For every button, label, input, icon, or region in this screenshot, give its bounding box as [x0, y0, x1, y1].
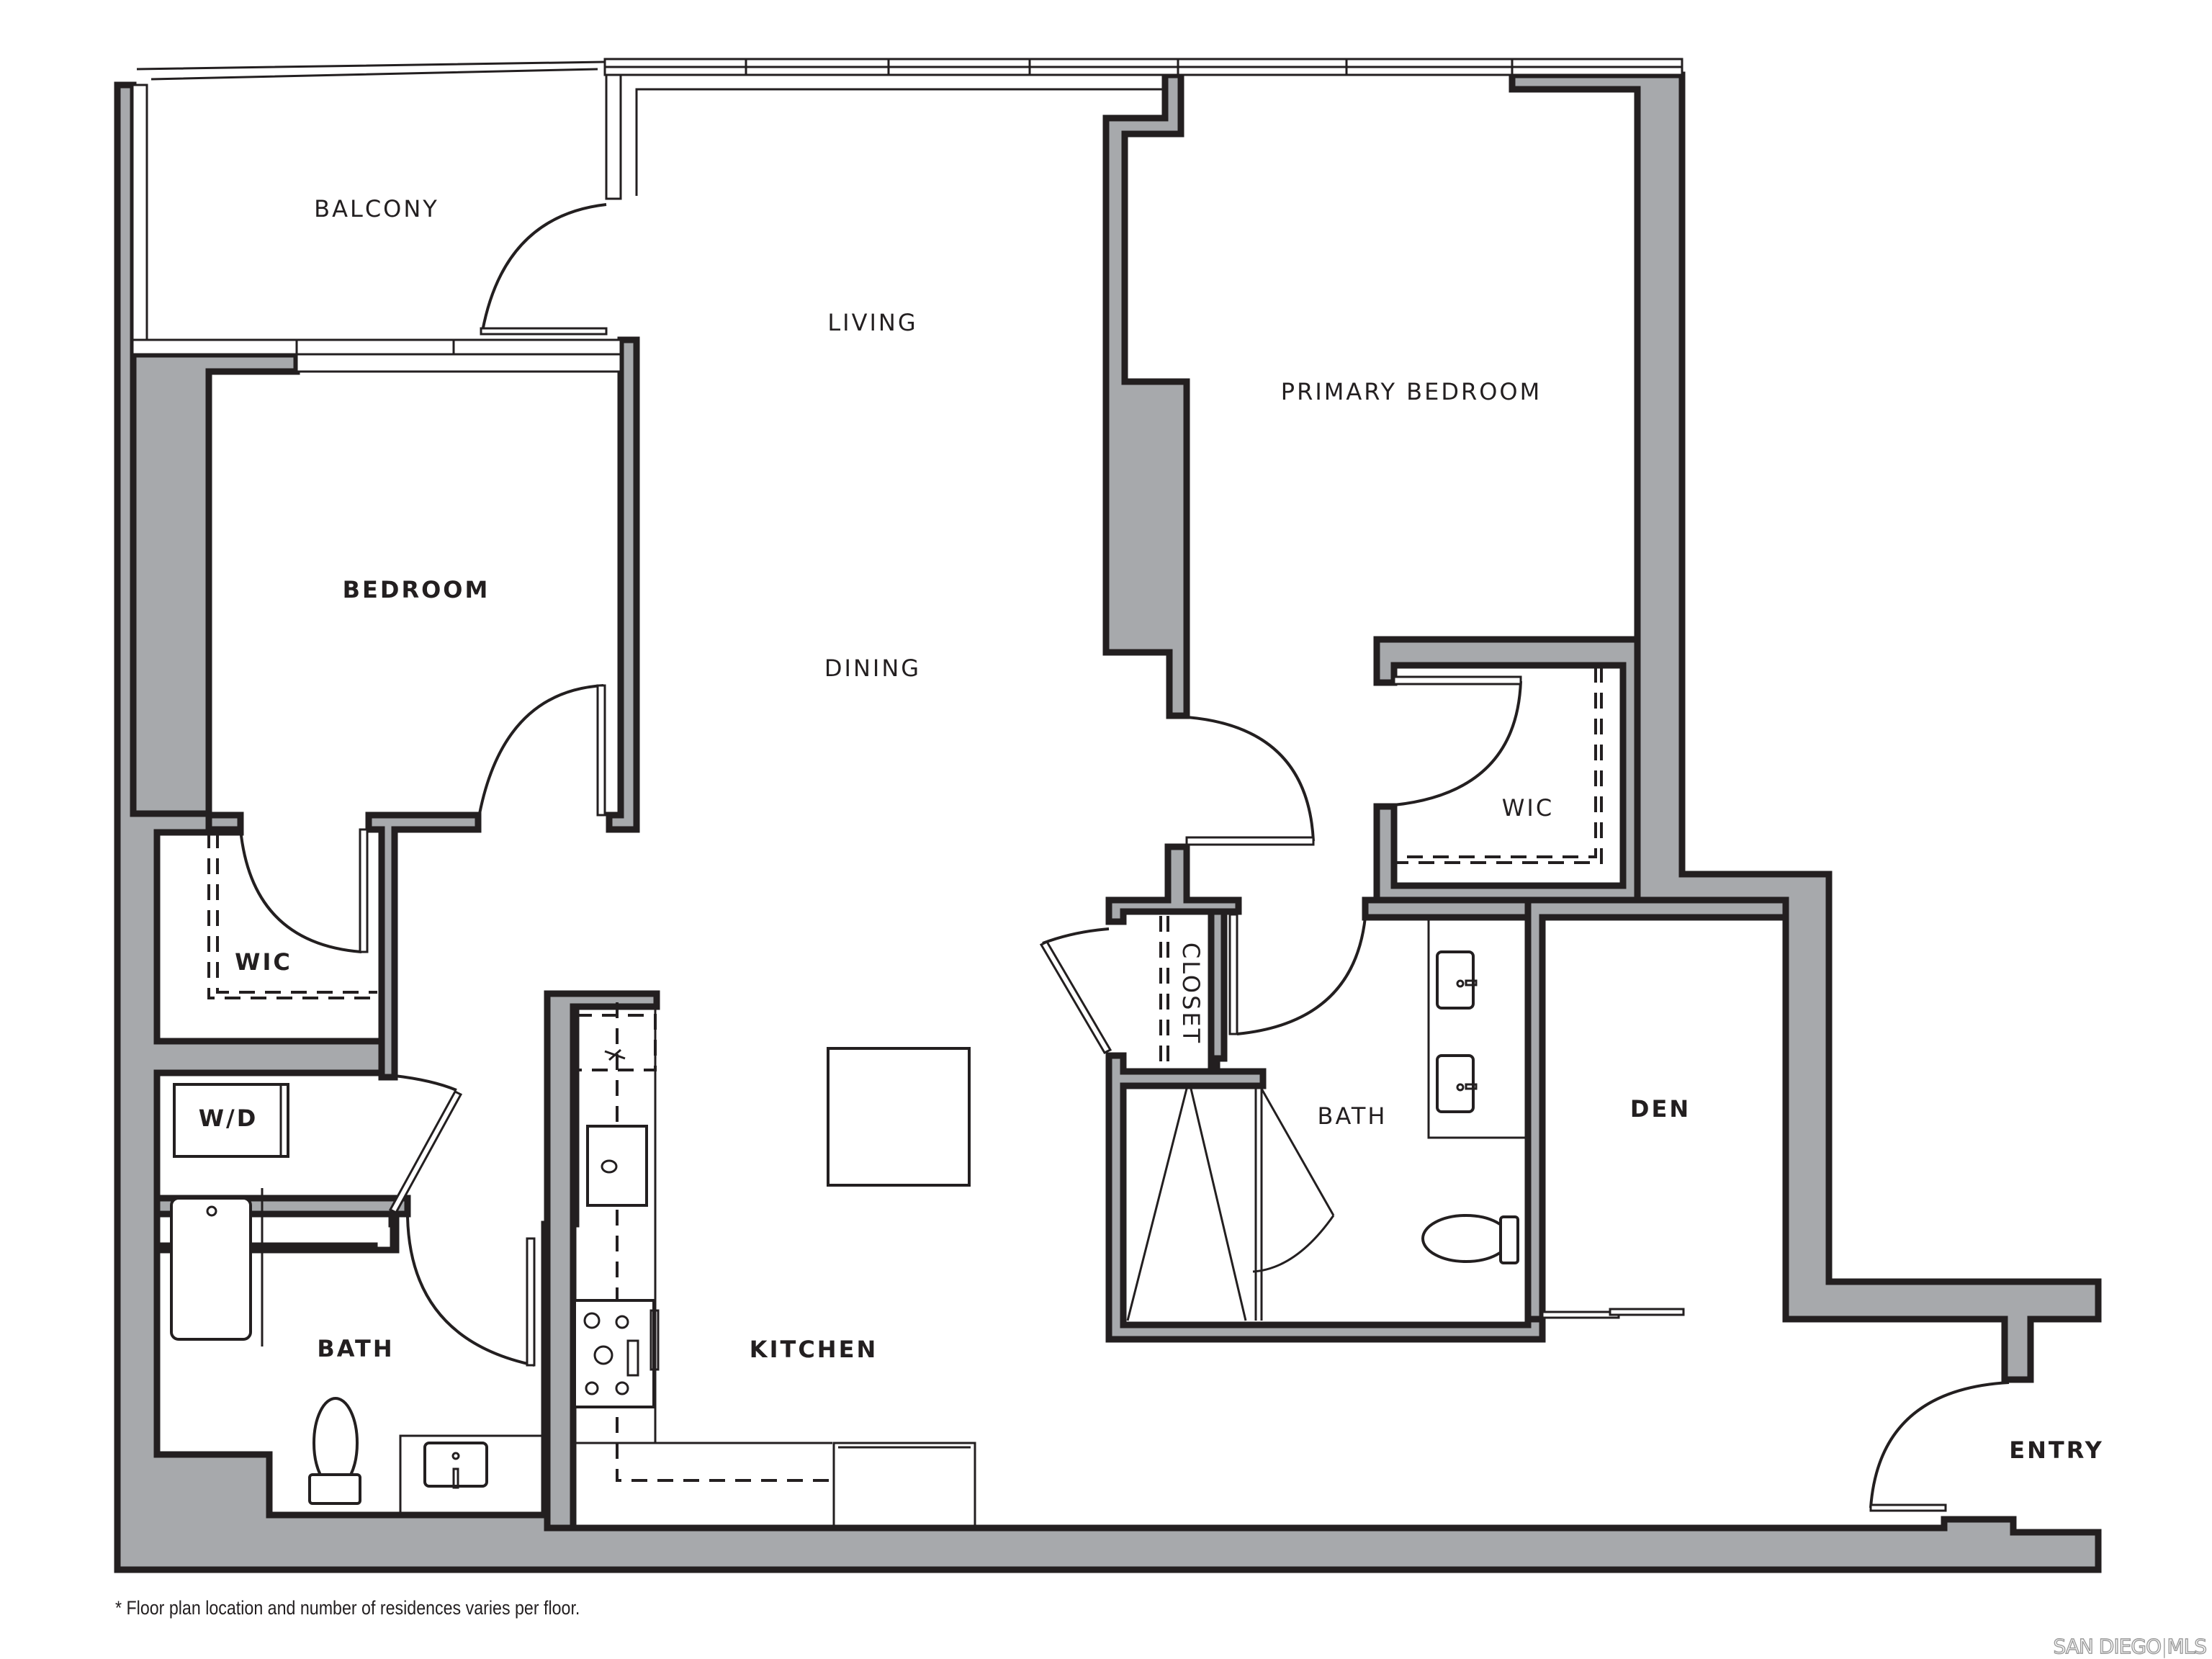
label-kitchen: KITCHEN — [750, 1336, 878, 1363]
primary-wic-door-leaf — [1393, 675, 1522, 685]
shower-glass — [1126, 1088, 1335, 1321]
wall-bedroom-north — [130, 351, 300, 817]
wall-bedroom-south — [365, 811, 482, 1081]
primary-wic-shelf — [1394, 667, 1597, 858]
fridge-x-icon — [604, 1048, 626, 1061]
bath-door-leaf — [526, 1237, 536, 1367]
living-window-inner — [635, 88, 1165, 196]
vanity — [399, 1434, 546, 1516]
label-den: DEN — [1630, 1095, 1691, 1123]
cooktop — [573, 1299, 655, 1408]
den-sliding-door — [1609, 1308, 1685, 1316]
sink-drain-icon — [1456, 1083, 1465, 1092]
watermark-left: SAN DIEGO — [2053, 1634, 2162, 1658]
primary-bedroom-door-swing — [1186, 716, 1315, 842]
wall-kitchen-west — [544, 990, 660, 1532]
faucet-icon — [1465, 979, 1478, 986]
closet-rod — [1159, 916, 1169, 1067]
bedroom-wic-shelf — [207, 832, 377, 999]
primary-wic-shelf — [1394, 667, 1603, 864]
wic-door-leaf — [359, 828, 369, 953]
kitchen-upper-cabinets — [616, 1002, 832, 1482]
bath-sink — [423, 1442, 488, 1488]
living-window-left — [605, 60, 622, 200]
entry-door-swing — [1869, 1381, 2010, 1509]
bedroom-wic-shelf — [216, 832, 377, 994]
oven-handle — [649, 1309, 660, 1371]
balcony-door-leaf — [480, 327, 608, 336]
bedroom-wic-door-swing — [239, 829, 362, 953]
label-primary-bedroom: PRIMARY BEDROOM — [1281, 378, 1542, 405]
washer-dryer — [173, 1083, 289, 1158]
closet-door-leaf — [1039, 940, 1112, 1054]
fixtures — [170, 916, 1529, 1529]
tub-drain-icon — [206, 1205, 217, 1217]
bedroom-door-swing — [478, 684, 604, 814]
primary-wic-door-swing — [1393, 680, 1522, 806]
primary-vanity — [1427, 916, 1529, 1139]
cooktop-grates — [583, 1312, 639, 1395]
kitchen-counter — [572, 1005, 657, 1444]
wall-bedroom-east — [606, 336, 640, 833]
entry-door-leaf — [1869, 1503, 1947, 1512]
balcony-rail-left — [131, 84, 148, 356]
dishwasher — [832, 1442, 976, 1529]
wall-closet — [1105, 843, 1242, 925]
label-wd: W/D — [199, 1105, 258, 1132]
toilet-tank — [308, 1473, 361, 1505]
walls — [114, 71, 2102, 1573]
label-bath-primary: BATH — [1318, 1102, 1388, 1130]
wall-den — [1524, 896, 1789, 1323]
watermark-separator: | — [2161, 1635, 2167, 1658]
label-closet: CLOSET — [1177, 943, 1205, 1045]
bath-door-swing — [406, 1216, 535, 1367]
wall-primary-bedroom-west — [1102, 71, 1190, 719]
doors — [239, 203, 2010, 1512]
faucet-icon — [452, 1467, 459, 1489]
kitchen-island — [827, 1047, 971, 1187]
wall-primary-bath-north — [1362, 896, 1532, 921]
label-entry: ENTRY — [2009, 1437, 2104, 1464]
watermark: SAN DIEGO|MLS — [2053, 1634, 2208, 1658]
balcony-rail-bottom — [131, 338, 622, 356]
sink-drain-icon — [1456, 979, 1465, 988]
bathtub — [170, 1197, 252, 1341]
kitchen-sink-drain-icon — [601, 1159, 618, 1174]
label-wic-primary: WIC — [1502, 794, 1554, 822]
primary-toilet-tank — [1499, 1215, 1519, 1264]
primary-bath-door-leaf — [1228, 913, 1238, 1035]
bedroom-door-leaf — [596, 684, 606, 817]
label-balcony: BALCONY — [314, 195, 439, 222]
label-wic-bedroom: WIC — [235, 948, 292, 976]
label-dining: DINING — [824, 655, 921, 682]
sink-drain-icon — [451, 1452, 460, 1460]
bedroom-window — [295, 353, 622, 373]
faucet-icon — [1465, 1083, 1478, 1090]
balcony-rail-top — [136, 60, 606, 81]
closet-door-swing — [1042, 927, 1110, 945]
label-living: LIVING — [827, 309, 917, 336]
primary-toilet-bowl — [1421, 1214, 1511, 1263]
wall-closet-east — [1105, 908, 1546, 1343]
primary-bedroom-door-leaf — [1185, 836, 1315, 846]
laundry-door-swing — [394, 1074, 457, 1092]
label-bath-secondary: BATH — [317, 1335, 394, 1362]
watermark-right: MLS — [2167, 1634, 2208, 1658]
fridge-outline — [575, 1014, 657, 1071]
label-bedroom: BEDROOM — [343, 576, 490, 603]
den-sliding-door — [1541, 1310, 1620, 1319]
footnote: * Floor plan location and number of resi… — [115, 1597, 580, 1619]
primary-bath-door-swing — [1236, 917, 1367, 1035]
room-labels: BALCONY LIVING DINING BEDROOM PRIMARY BE… — [199, 195, 2104, 1464]
wall-bedroom-wic-door-jamb — [205, 811, 244, 833]
windows — [131, 58, 1683, 373]
laundry-door-leaf — [388, 1090, 463, 1214]
balcony-door-swing — [481, 203, 607, 332]
